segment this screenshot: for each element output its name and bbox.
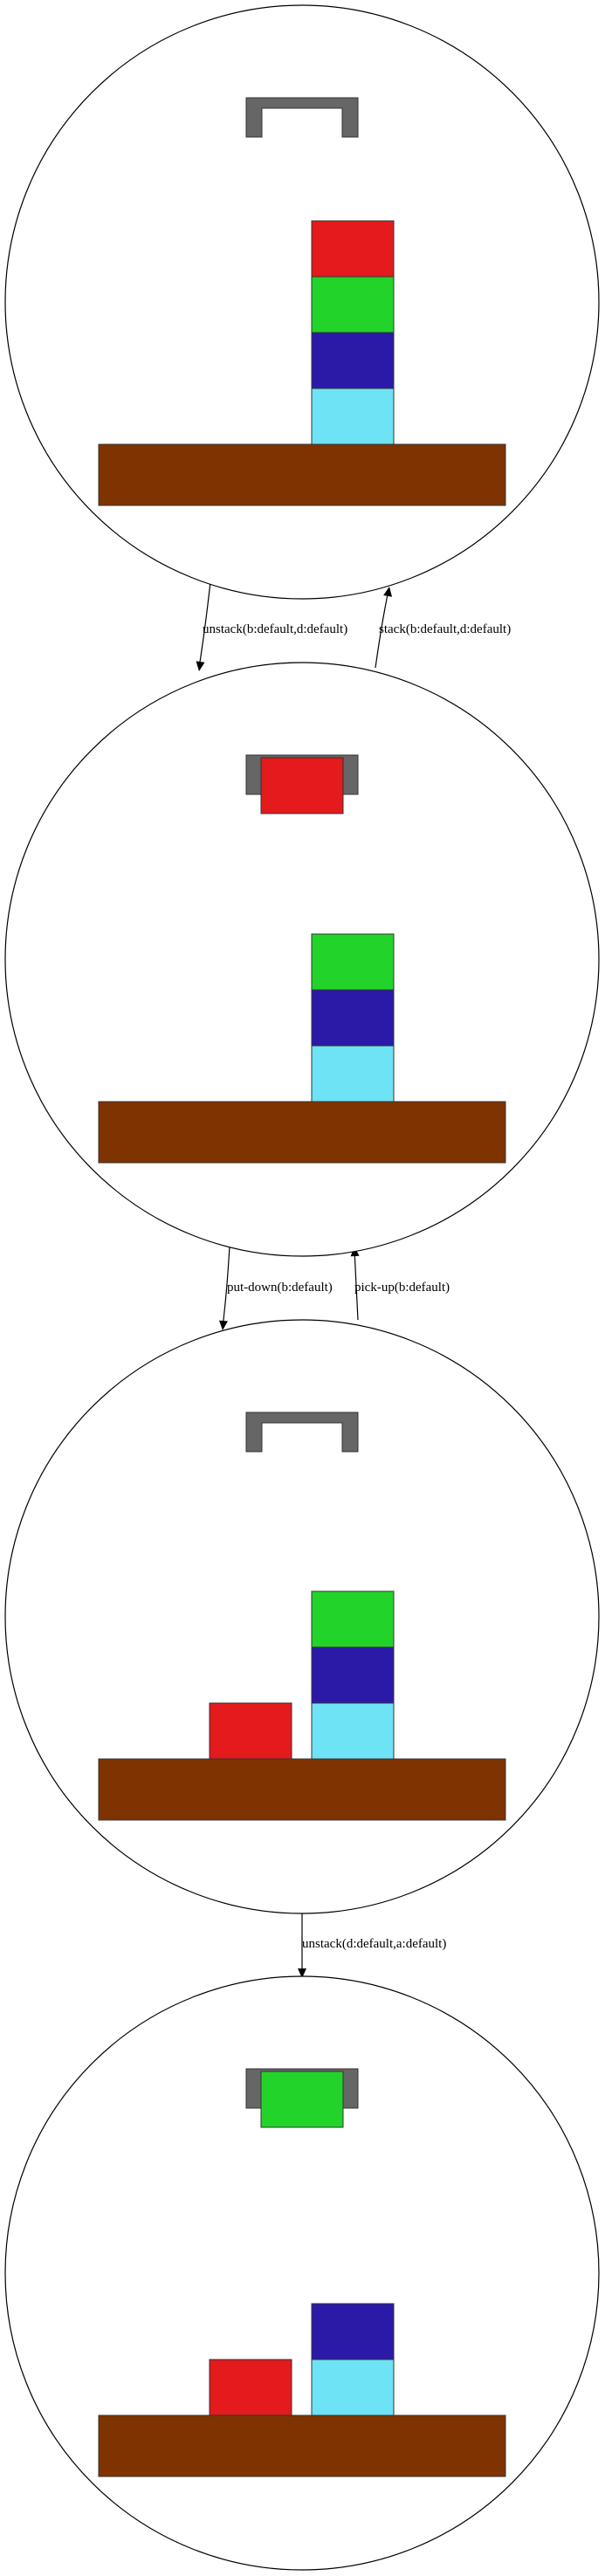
transition-edge: unstack(b:default,d:default) <box>196 581 347 671</box>
table <box>98 1101 506 1164</box>
block <box>311 220 395 278</box>
held-block <box>260 2071 344 2128</box>
state-circle <box>4 1319 600 1914</box>
block <box>311 1045 395 1103</box>
edge-line <box>354 1249 359 1321</box>
transition-edge: put-down(b:default) <box>218 1245 333 1330</box>
block <box>311 933 395 991</box>
table <box>98 2415 506 2477</box>
table <box>98 443 506 506</box>
edge-line <box>198 581 211 669</box>
state-node <box>4 662 600 1257</box>
block <box>311 388 395 445</box>
edge-label: unstack(b:default,d:default) <box>203 622 347 636</box>
block <box>311 332 395 389</box>
block <box>311 989 395 1047</box>
block <box>311 2303 395 2360</box>
edge-label: put-down(b:default) <box>227 1281 333 1295</box>
edge-line <box>222 1245 230 1328</box>
transition-edge: pick-up(b:default) <box>350 1247 450 1321</box>
state-circle <box>4 4 600 600</box>
arrowhead <box>298 1968 306 1978</box>
state-node <box>4 4 600 600</box>
state-node <box>4 1319 600 1914</box>
gripper <box>245 1412 359 1453</box>
arrowhead <box>218 1320 228 1330</box>
edge-line <box>375 589 389 669</box>
edge-label: stack(b:default,d:default) <box>379 622 511 636</box>
transition-edge: unstack(d:default,a:default) <box>298 1909 446 1978</box>
block <box>311 2359 395 2416</box>
arrowhead <box>383 587 393 597</box>
state-circle <box>4 1975 600 2571</box>
transition-edge: stack(b:default,d:default) <box>375 587 511 669</box>
block <box>209 1702 292 1760</box>
block <box>311 1590 395 1648</box>
block <box>311 1702 395 1760</box>
block <box>209 2359 292 2416</box>
state-circle <box>4 662 600 1257</box>
block <box>311 1646 395 1704</box>
block <box>311 276 395 333</box>
gripper <box>245 97 359 138</box>
table <box>98 1758 506 1821</box>
nodes-layer <box>4 4 600 2571</box>
edge-label: unstack(d:default,a:default) <box>302 1937 446 1951</box>
edge-label: pick-up(b:default) <box>354 1281 450 1295</box>
arrowhead <box>196 661 205 671</box>
state-node <box>4 1975 600 2571</box>
held-block <box>260 757 344 814</box>
